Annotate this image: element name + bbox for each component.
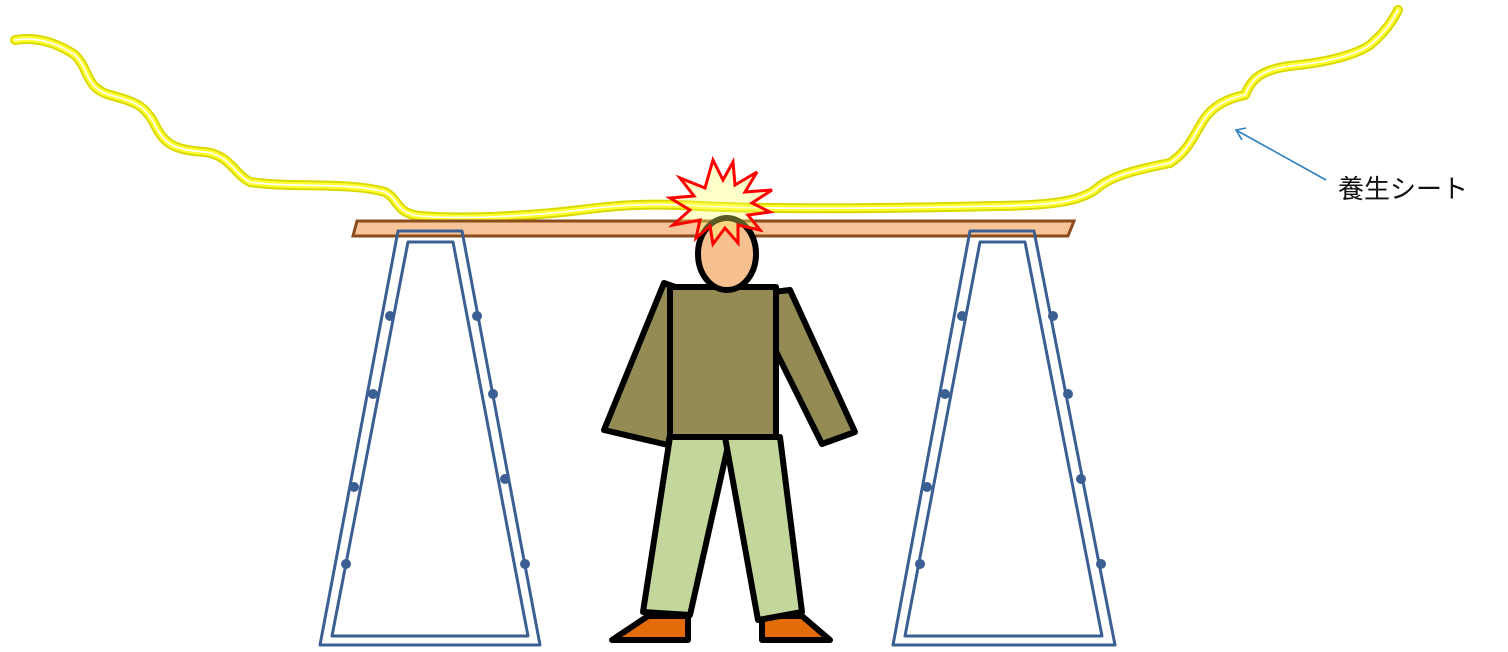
left-leg — [643, 437, 730, 615]
callout-arrow-line — [1236, 130, 1326, 180]
worker-figure — [604, 218, 855, 640]
left-shoe — [612, 616, 688, 640]
right-leg — [725, 437, 802, 620]
left-trestle — [320, 231, 540, 645]
sheet-callout — [1236, 128, 1326, 180]
right-trestle — [893, 231, 1115, 645]
sheet-label: 養生シート — [1338, 175, 1468, 205]
torso — [670, 287, 776, 437]
